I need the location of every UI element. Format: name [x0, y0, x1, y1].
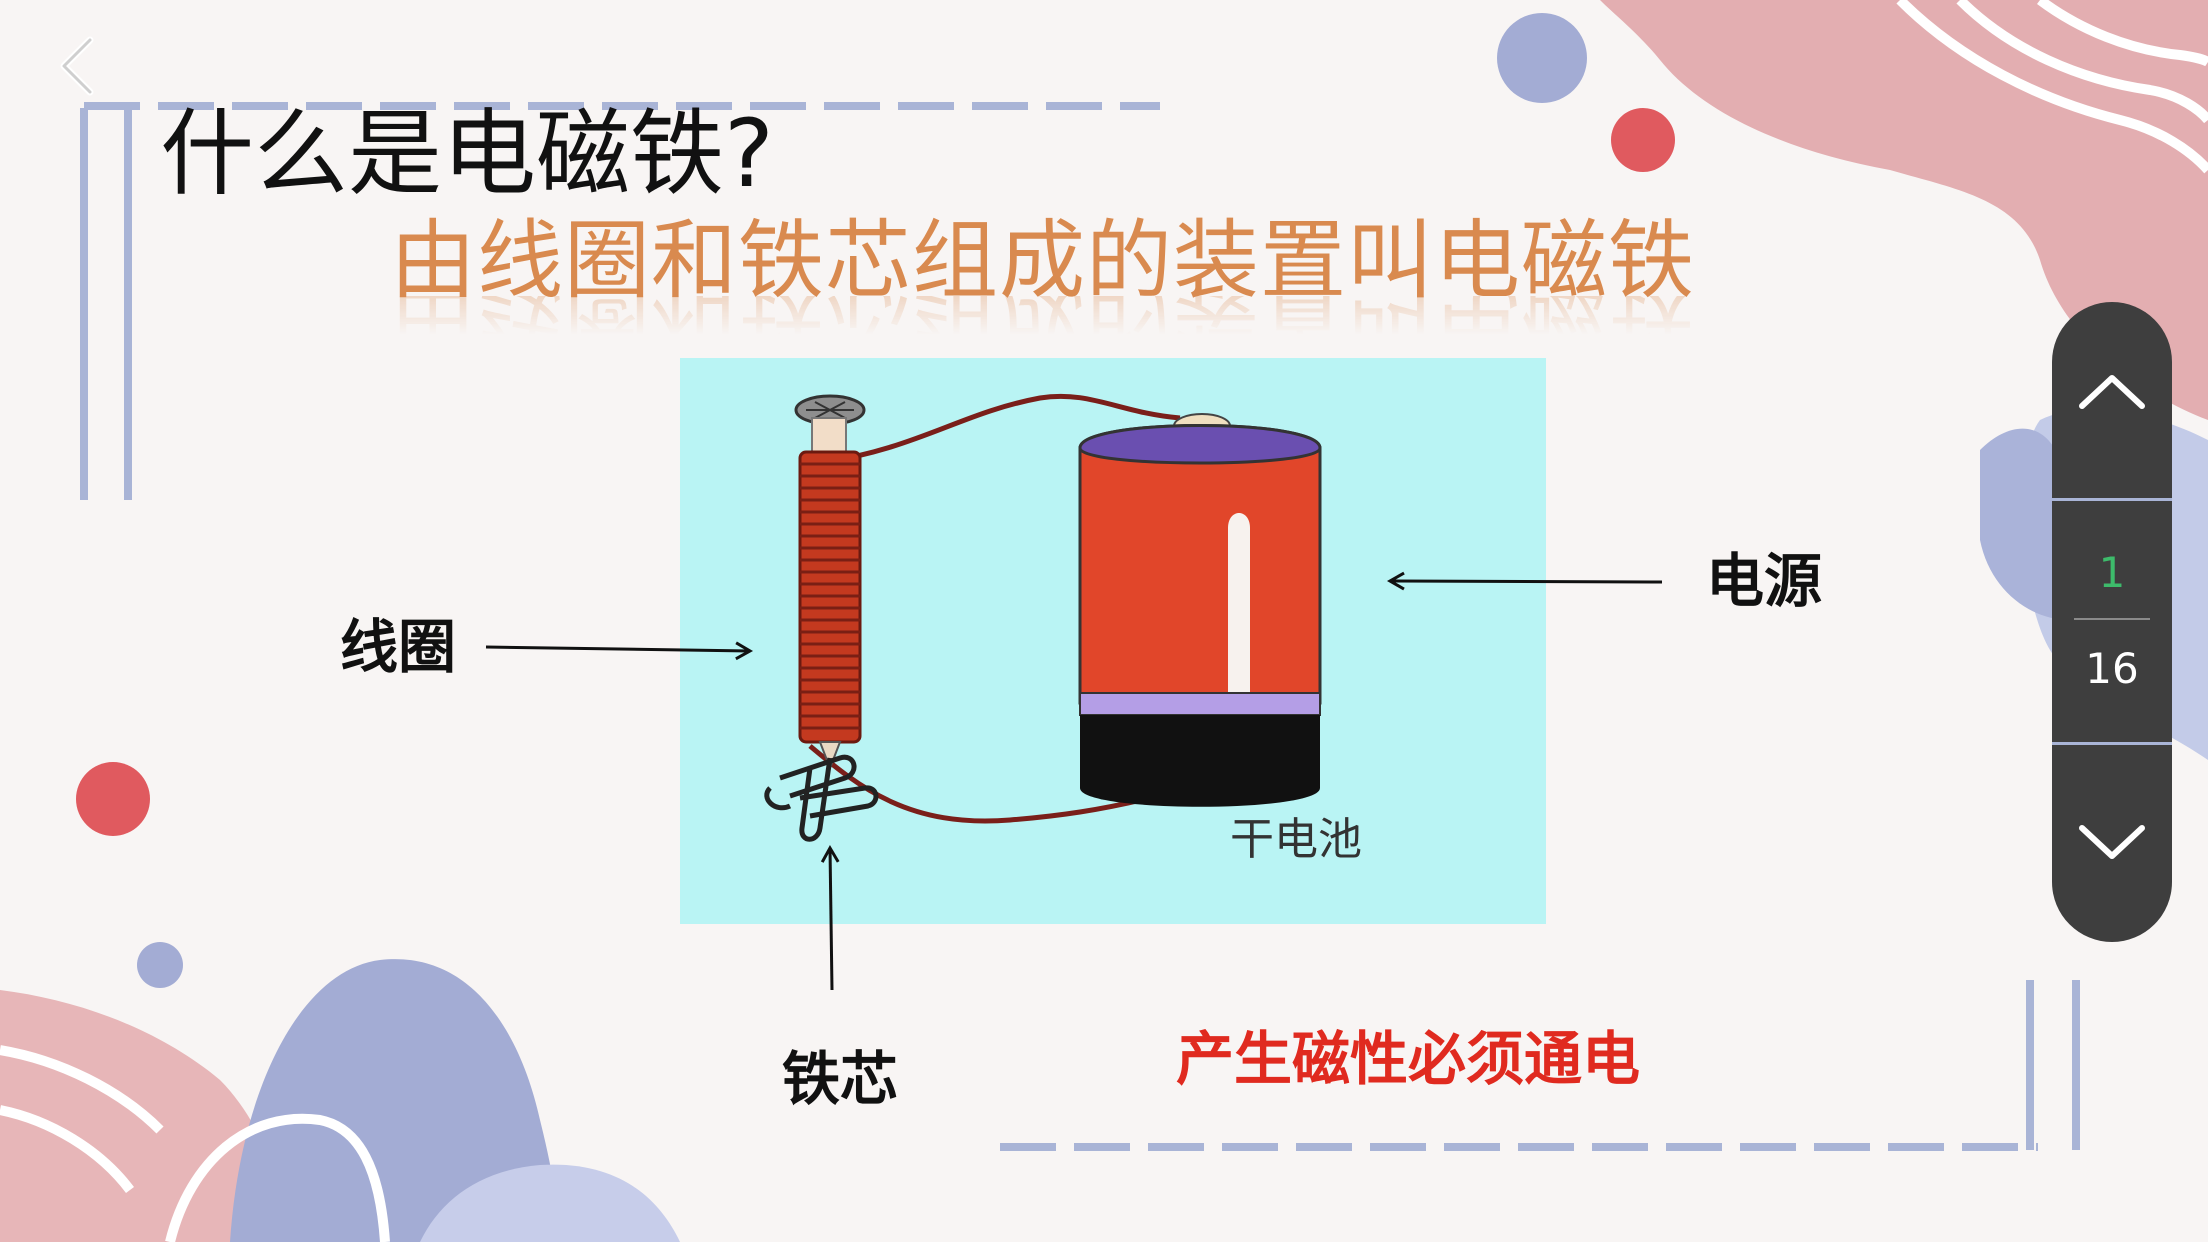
electromagnet-diagram: 干电池	[680, 358, 1546, 924]
total-page-count: 16	[2085, 644, 2139, 693]
definition-text: 由线圈和铁芯组成的装置叫电磁铁	[390, 211, 1695, 311]
slide-title: 什么是电磁铁?	[160, 100, 774, 209]
chevron-left-icon	[60, 36, 94, 96]
back-button[interactable]	[50, 30, 106, 102]
note-text: 产生磁性必须通电	[1176, 1025, 1641, 1093]
coil-label: 线圈	[340, 613, 457, 681]
core-label: 铁芯	[782, 1045, 899, 1113]
pager-divider-bottom	[2052, 742, 2172, 745]
prev-page-button[interactable]	[2052, 302, 2172, 502]
next-page-button[interactable]	[2052, 744, 2172, 944]
chevron-up-icon	[2079, 375, 2145, 409]
current-page-number: 1	[2098, 548, 2126, 597]
electromagnet-illustration	[764, 393, 1322, 842]
page-navigator: 1 16	[2052, 302, 2172, 942]
battery-caption: 干电池	[1230, 814, 1362, 865]
definition-reflection: 由线圈和铁芯组成的装置叫电磁铁	[390, 296, 1695, 366]
page-separator	[2074, 618, 2150, 620]
definition-block: 由线圈和铁芯组成的装置叫电磁铁 由线圈和铁芯组成的装置叫电磁铁	[390, 218, 1695, 366]
chevron-down-icon	[2079, 825, 2145, 859]
power-label: 电源	[1706, 547, 1823, 615]
pager-divider-top	[2052, 498, 2172, 501]
